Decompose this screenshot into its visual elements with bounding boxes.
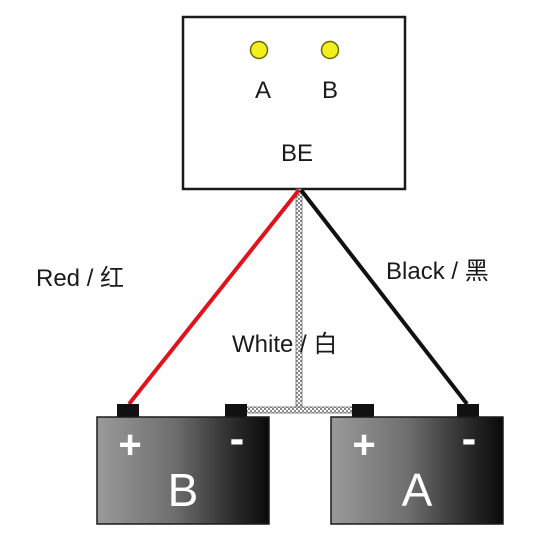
battery-b-name: B (168, 464, 199, 516)
battery-a-minus-terminal (457, 404, 479, 418)
red-wire-label: Red / 红 (36, 265, 124, 292)
battery-b-plus-sign: + (118, 423, 141, 467)
be-controller-box: A B BE (181, 15, 407, 191)
battery-a: + - A (330, 404, 504, 525)
red-wire (127, 188, 301, 406)
battery-b-minus-terminal (225, 404, 247, 418)
battery-b: + - B (96, 404, 270, 525)
black-wire (299, 188, 469, 406)
led-a-icon (249, 40, 269, 60)
battery-b-minus-sign: - (230, 414, 245, 463)
led-b-label: B (322, 77, 338, 104)
battery-a-plus-terminal (352, 404, 374, 418)
controller-name: BE (281, 140, 313, 167)
battery-b-plus-terminal (117, 404, 139, 418)
wires (127, 188, 469, 414)
black-wire-label: Black / 黑 (386, 258, 489, 285)
white-wire-bridge (236, 406, 368, 414)
led-b-icon (320, 40, 340, 60)
battery-a-plus-sign: + (352, 423, 375, 467)
battery-a-minus-sign: - (462, 414, 477, 463)
battery-a-name: A (402, 464, 433, 516)
white-wire-vertical (295, 188, 303, 413)
white-wire-label: White / 白 (232, 331, 337, 358)
led-a-label: A (255, 77, 271, 104)
